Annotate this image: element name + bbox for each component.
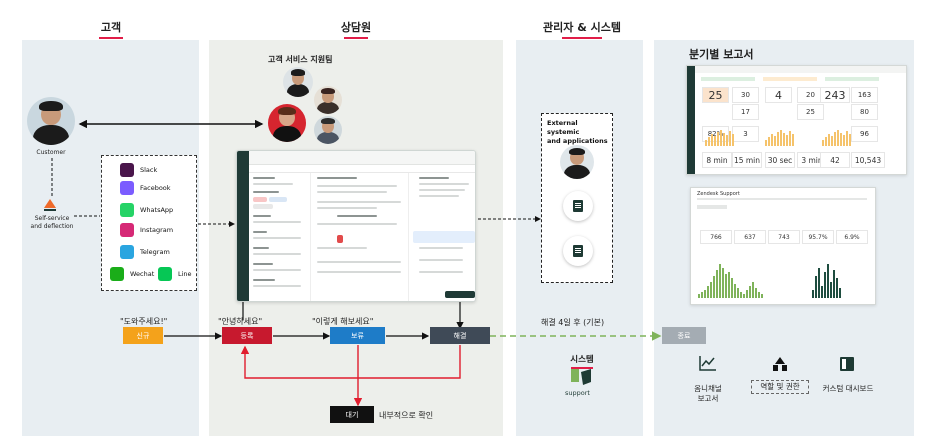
- customer-avatar: [27, 97, 75, 145]
- report-kpi: 17: [732, 104, 759, 120]
- channel-slack: Slack: [120, 162, 157, 178]
- channel-facebook: Facebook: [120, 180, 171, 196]
- report-kpi: 4: [765, 87, 792, 103]
- auto-close-note: 해결 4일 후 (기본): [541, 318, 605, 327]
- report-kpi: 243: [820, 87, 850, 103]
- channel-wechat: Wechat: [110, 266, 154, 282]
- footer-label-omni: 옴니채널 보고서: [694, 384, 722, 403]
- self-service-icon: [44, 199, 56, 208]
- column-title-admin: 관리자 & 시스템: [534, 19, 630, 39]
- hold-note: 내부적으로 확인: [379, 411, 434, 420]
- zendesk-logo-icon: [571, 369, 591, 385]
- channel-instagram: Instagram: [120, 222, 173, 238]
- document-icon: [563, 191, 593, 221]
- report-kpi-bottom: 10,543: [851, 152, 885, 168]
- report-kpi: 96: [851, 126, 878, 142]
- channel-label: Telegram: [140, 248, 170, 256]
- mini-bar-chart: [765, 128, 794, 146]
- report-kpi: 30: [732, 87, 759, 103]
- mini-bar-chart: [822, 128, 851, 146]
- messenger-icon: [120, 181, 134, 195]
- channel-telegram: Telegram: [120, 244, 170, 260]
- instagram-icon: [120, 223, 134, 237]
- wechat-icon: [110, 267, 124, 281]
- column-title-report: 분기별 보고서: [689, 48, 754, 61]
- column-title-agent: 상담원: [330, 19, 382, 39]
- column-title-customer: 고객: [85, 19, 137, 39]
- document-icon: [563, 236, 593, 266]
- report-kpi-bottom: 8 min: [702, 152, 732, 168]
- quote-open: "안녕하세요": [218, 317, 263, 326]
- status-pending: 보류: [330, 327, 385, 344]
- report-dashboard-2: Zendesk Support: [690, 187, 876, 305]
- report-kpi: 80: [851, 104, 878, 120]
- report-kpi-bottom: 3 min: [797, 152, 827, 168]
- agent-workspace-screenshot: [236, 150, 476, 302]
- status-open: 등록: [222, 327, 272, 344]
- agent-avatar-2: [314, 86, 342, 114]
- team-label: 고객 서비스 지원팀: [268, 55, 333, 64]
- channel-label: Instagram: [140, 226, 174, 234]
- agent-avatar-1: [283, 67, 313, 97]
- dashboard-kpi: 95.7%: [802, 230, 834, 244]
- dashboard-kpi: 6.9%: [836, 230, 868, 244]
- dashboard-icon: [840, 357, 854, 371]
- dashboard-kpi: 743: [768, 230, 800, 244]
- status-solved: 해결: [430, 327, 490, 344]
- footer-label-custom-dashboard: 커스텀 대시보드: [822, 384, 874, 393]
- channel-whatsapp: WhatsApp: [120, 202, 173, 218]
- customer-label: Customer: [36, 149, 66, 156]
- channel-label: Facebook: [140, 184, 171, 192]
- channel-label: Line: [178, 270, 192, 278]
- dashboard-title: Zendesk Support: [697, 191, 740, 197]
- org-chart-icon: [772, 357, 788, 371]
- status-closed: 종료: [662, 327, 706, 344]
- system-brand: support: [565, 389, 590, 397]
- channel-label: Slack: [140, 166, 158, 174]
- report-kpi: 25: [702, 87, 729, 103]
- dashboard-bar-chart: [812, 260, 841, 298]
- report-kpi: 20: [797, 87, 824, 103]
- report-kpi-bottom: 42: [820, 152, 850, 168]
- channel-label: Wechat: [130, 270, 155, 278]
- report-kpi: 163: [851, 87, 878, 103]
- dashboard-bar-chart: [698, 260, 763, 298]
- report-kpi-bottom: 30 sec: [765, 152, 795, 168]
- report-kpi: 25: [797, 104, 824, 120]
- report-kpi: 3: [732, 126, 759, 142]
- report-kpi-bottom: 15 min: [732, 152, 762, 168]
- status-new: 신규: [123, 327, 163, 344]
- agent-avatar-4: [314, 116, 342, 144]
- system-title: 시스템: [560, 353, 604, 369]
- mini-bar-chart: [705, 128, 734, 146]
- quote-pending: "이렇게 해보세요": [312, 317, 374, 326]
- agent-avatar-3: [268, 104, 306, 142]
- line-chart-icon: [699, 355, 717, 371]
- telegram-icon: [120, 245, 134, 259]
- slack-icon: [120, 163, 134, 177]
- line-icon: [158, 267, 172, 281]
- dashboard-kpi: 766: [700, 230, 732, 244]
- admin-avatar: [560, 145, 594, 179]
- channel-line: Line: [158, 266, 192, 282]
- footer-label-roles: 역할 및 권한: [751, 380, 809, 394]
- channel-label: WhatsApp: [140, 206, 174, 214]
- dashboard-kpi: 637: [734, 230, 766, 244]
- status-hold: 대기: [330, 406, 374, 423]
- quote-new: "도와주세요!": [120, 317, 168, 326]
- whatsapp-icon: [120, 203, 134, 217]
